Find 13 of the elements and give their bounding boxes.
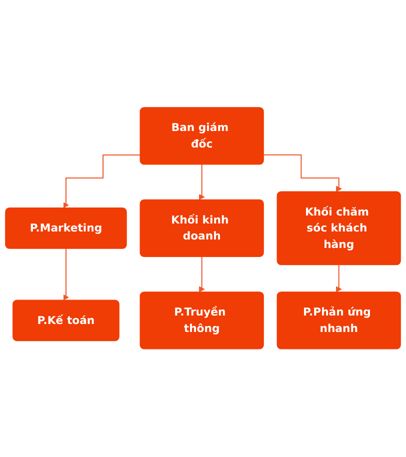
- node-box: P.Marketing: [5, 208, 127, 250]
- arrow: [336, 264, 342, 293]
- node-box: Khối kinh doanh: [140, 200, 264, 258]
- node-box: P.Truyền thông: [140, 292, 264, 350]
- node-box: P.Phản ứng nhanh: [276, 292, 401, 350]
- node-box: Khối chăm sóc khách hàng: [276, 192, 401, 266]
- arrow: [63, 248, 69, 301]
- arrow: [264, 154, 342, 192]
- arrow: [198, 256, 205, 293]
- arrow: [198, 164, 205, 200]
- arrow: [63, 154, 140, 208]
- node-box: Ban giám đốc: [140, 107, 264, 166]
- node-box: P.Kế toán: [12, 300, 120, 342]
